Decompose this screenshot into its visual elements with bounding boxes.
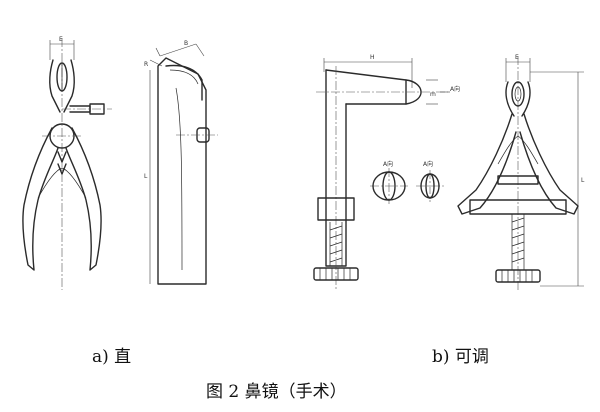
figure-title: 图 2 鼻镜（手术）	[206, 382, 347, 402]
caption-part-b: b) 可调	[432, 347, 489, 367]
dim-b-section-2: A向	[423, 160, 433, 168]
straight-speculum-side-view: B R L	[144, 40, 218, 285]
dim-b-tip: m	[430, 91, 436, 98]
dim-a-tip: B	[184, 40, 188, 47]
dim-b-length: L	[581, 177, 585, 184]
dim-a-side: R	[144, 61, 148, 68]
straight-speculum-front-view: E	[22, 36, 112, 290]
dim-a-length: L	[144, 173, 148, 180]
adjustable-speculum-side-view: H m A向	[313, 54, 460, 290]
caption-part-a: a) 直	[92, 347, 132, 367]
dim-b-bar-length: H	[370, 54, 375, 61]
adjustable-speculum-front-view: E L	[457, 54, 585, 292]
dim-b-tip-ref: A向	[450, 85, 460, 93]
dim-b-width: E	[515, 54, 519, 61]
dim-a-width: E	[59, 36, 63, 43]
dim-b-section-1: A向	[383, 160, 393, 168]
section-views: A向 A向	[370, 160, 444, 204]
